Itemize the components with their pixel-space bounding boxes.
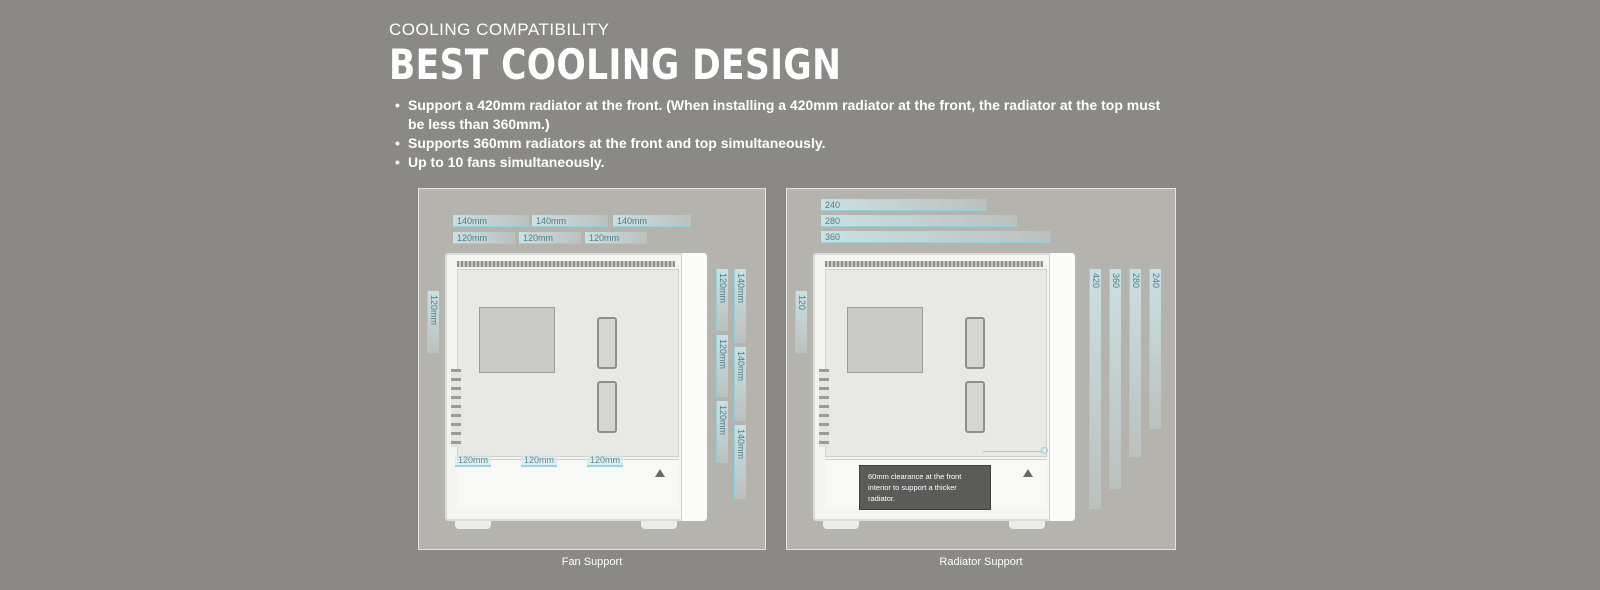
fan-front-120-2: 120mm xyxy=(716,335,728,397)
fan-front-140-label: 140mm xyxy=(736,429,746,460)
fan-front-140-1: 140mm xyxy=(734,269,746,343)
top-vent xyxy=(457,261,675,267)
cpu-cutout xyxy=(847,307,923,373)
rad-front-label: 280 xyxy=(1131,273,1141,289)
rad-front-280: 280 xyxy=(1129,269,1141,457)
rad-front-label: 360 xyxy=(1111,273,1121,289)
fan-top-140-3: 140mm xyxy=(613,215,691,227)
fan-bottom-1: 120mm xyxy=(455,455,492,467)
feature-item: Supports 360mm radiators at the front an… xyxy=(395,134,1168,153)
feature-item: Up to 10 fans simultaneously. xyxy=(395,153,1168,172)
fan-top-140-2: 140mm xyxy=(532,215,608,227)
fan-front-120-3: 120mm xyxy=(716,401,728,463)
radiator-support-caption: Radiator Support xyxy=(939,556,1023,568)
rad-rear: 120 xyxy=(795,291,807,353)
cable-grommet xyxy=(965,317,985,369)
cable-grommet xyxy=(597,381,617,433)
case-foot xyxy=(823,521,859,529)
fan-bottom-2: 120mm xyxy=(521,455,558,467)
note-leader-line xyxy=(983,451,1043,452)
note-marker xyxy=(1041,447,1048,454)
radiator-support-image: 240 280 360 120 420 360 280 240 60mm cle… xyxy=(786,188,1176,550)
cable-grommet xyxy=(965,381,985,433)
fan-front-120-label: 120mm xyxy=(718,273,728,304)
rad-rear-label: 120 xyxy=(797,295,807,311)
fan-rear-label: 120mm xyxy=(429,295,439,326)
front-panel xyxy=(1049,253,1075,521)
fan-top-120-2: 120mm xyxy=(519,232,581,244)
fan-front-120-label: 120mm xyxy=(718,339,728,370)
rad-front-240: 240 xyxy=(1149,269,1161,429)
page-title: BEST COOLING DESIGN xyxy=(389,40,842,89)
fan-top-140-1: 140mm xyxy=(453,215,529,227)
fan-front-140-2: 140mm xyxy=(734,347,746,421)
feature-item: Support a 420mm radiator at the front. (… xyxy=(395,96,1168,134)
case-foot xyxy=(641,521,677,529)
fan-front-140-label: 140mm xyxy=(736,351,746,382)
expansion-slots xyxy=(451,369,461,447)
eyebrow-text: COOLING COMPATIBILITY xyxy=(389,20,610,39)
top-vent xyxy=(825,261,1043,267)
cpu-cutout xyxy=(479,307,555,373)
cable-grommet xyxy=(597,317,617,369)
rad-front-420: 420 xyxy=(1089,269,1101,509)
case-foot xyxy=(1009,521,1045,529)
fan-front-120-label: 120mm xyxy=(718,405,728,436)
rad-front-label: 240 xyxy=(1151,273,1161,289)
fan-front-140-3: 140mm xyxy=(734,425,746,499)
expansion-slots xyxy=(819,369,829,447)
logo-icon xyxy=(655,469,665,477)
rad-front-label: 420 xyxy=(1091,273,1101,289)
fan-support-caption: Fan Support xyxy=(561,556,623,568)
clearance-note: 60mm clearance at the front interior to … xyxy=(859,465,991,510)
feature-list: Support a 420mm radiator at the front. (… xyxy=(395,96,1168,172)
fan-support-image: 140mm 140mm 140mm 120mm 120mm 120mm 120m… xyxy=(418,188,766,550)
case-foot xyxy=(455,521,491,529)
rad-front-360: 360 xyxy=(1109,269,1121,489)
psu-shroud xyxy=(457,459,679,509)
fan-front-140-label: 140mm xyxy=(736,273,746,304)
rad-top-280: 280 xyxy=(821,215,1017,227)
rad-top-240: 240 xyxy=(821,199,987,211)
logo-icon xyxy=(1023,469,1033,477)
fan-top-120-1: 120mm xyxy=(453,232,515,244)
fan-top-120-3: 120mm xyxy=(585,232,647,244)
fan-bottom-3: 120mm xyxy=(587,455,624,467)
fan-rear: 120mm xyxy=(427,291,439,353)
front-panel xyxy=(681,253,707,521)
fan-front-120-1: 120mm xyxy=(716,269,728,331)
rad-top-360: 360 xyxy=(821,231,1051,243)
